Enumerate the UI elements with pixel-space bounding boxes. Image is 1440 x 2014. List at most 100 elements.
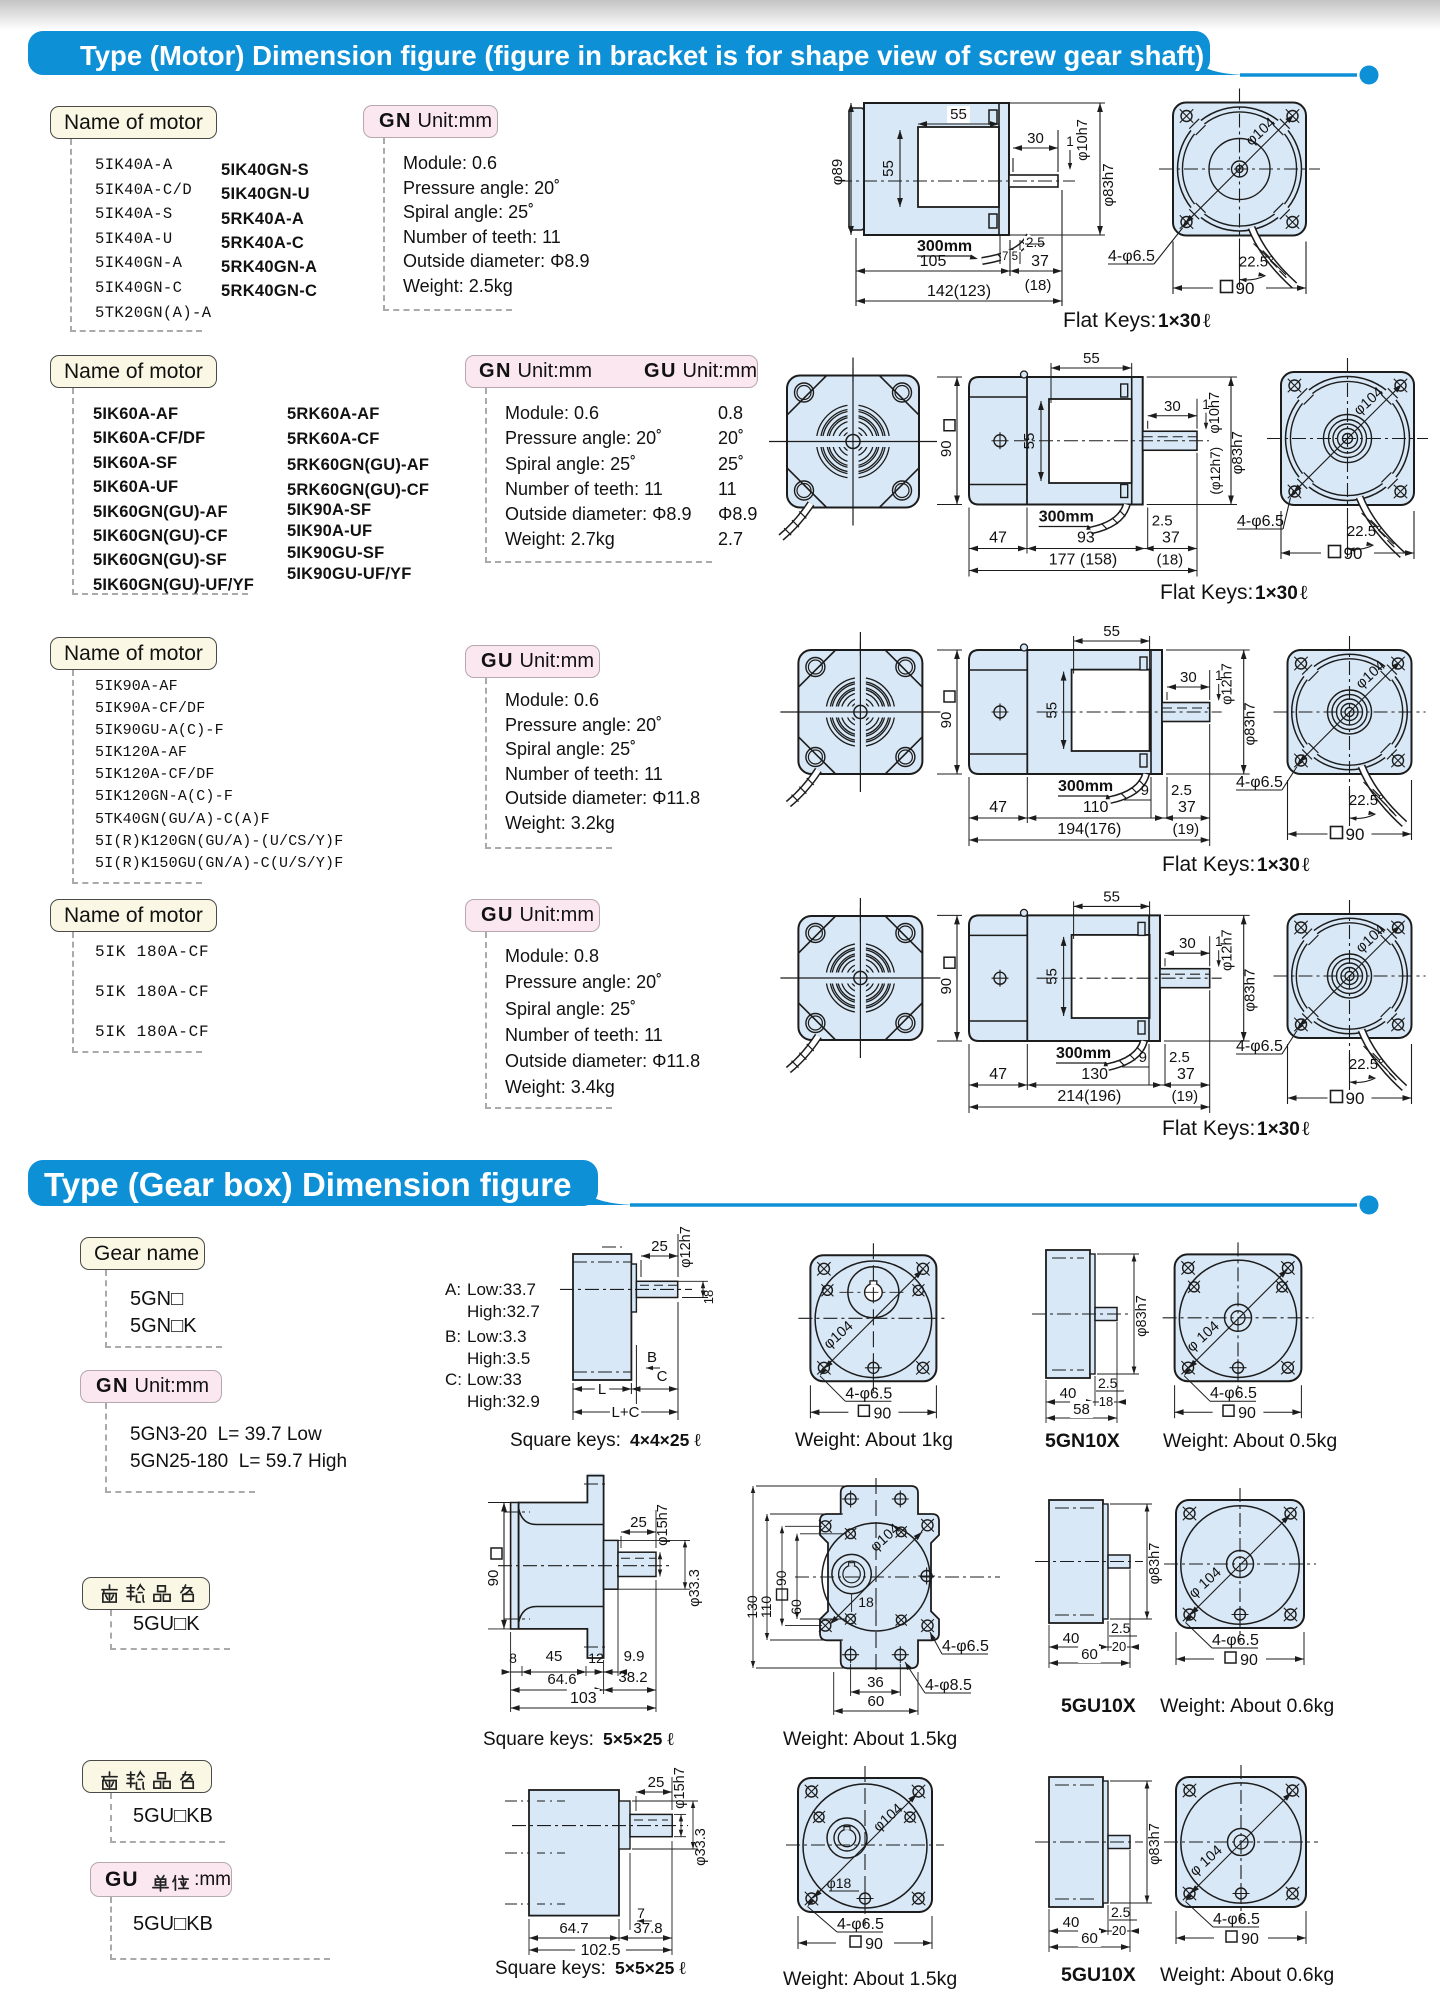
svg-text:High:32.7: High:32.7 (467, 1302, 540, 1321)
svg-text:Low:3.3: Low:3.3 (467, 1327, 527, 1346)
svg-text:2.5: 2.5 (1171, 782, 1192, 799)
svg-text:Weight: About 1.5kg: Weight: About 1.5kg (783, 1728, 957, 1750)
svg-text:φ10h7: φ10h7 (1207, 392, 1223, 434)
svg-text:C: C (657, 1368, 668, 1385)
svg-text:60: 60 (1081, 1646, 1098, 1663)
svg-text:φ89: φ89 (829, 159, 846, 185)
svg-text:194(176): 194(176) (1057, 821, 1121, 838)
svg-text:90: 90 (1236, 279, 1255, 298)
svg-text:2.5: 2.5 (1026, 235, 1045, 250)
svg-text:4-φ6.5: 4-φ6.5 (1236, 774, 1283, 791)
svg-text:1: 1 (1066, 134, 1074, 149)
svg-text:4-φ6.5: 4-φ6.5 (1236, 1038, 1283, 1055)
svg-text:φ83h7: φ83h7 (1229, 431, 1246, 474)
svg-text:4-φ6.5: 4-φ6.5 (837, 1916, 884, 1933)
svg-text:102.5: 102.5 (580, 1942, 620, 1959)
svg-text:90: 90 (938, 978, 955, 995)
svg-text:ℓ: ℓ (694, 1430, 701, 1450)
svg-text:90: 90 (1238, 1405, 1256, 1422)
svg-text:φ18: φ18 (827, 1875, 852, 1891)
svg-text:φ15h7: φ15h7 (655, 1504, 671, 1546)
svg-text:90: 90 (1241, 1931, 1259, 1948)
svg-text:90: 90 (865, 1936, 883, 1953)
svg-text:55: 55 (1044, 968, 1061, 985)
svg-text:5GU10X: 5GU10X (1061, 1695, 1136, 1717)
svg-text:4-φ6.5: 4-φ6.5 (1212, 1632, 1259, 1649)
svg-text:90: 90 (938, 712, 955, 729)
svg-text:B: B (647, 1349, 657, 1366)
svg-text:64.6: 64.6 (547, 1671, 576, 1688)
svg-text:103: 103 (570, 1690, 597, 1707)
svg-text:55: 55 (1103, 888, 1120, 905)
svg-text:φ10h7: φ10h7 (1075, 119, 1091, 161)
svg-text:22.5°: 22.5° (1239, 254, 1274, 271)
svg-text:(19): (19) (1172, 1088, 1199, 1105)
svg-text:55: 55 (1083, 350, 1100, 367)
svg-text:177 (158): 177 (158) (1049, 552, 1118, 569)
svg-text:φ83h7: φ83h7 (1134, 1295, 1150, 1337)
svg-text:4×4×25: 4×4×25 (630, 1430, 690, 1450)
svg-text:40: 40 (1063, 1630, 1080, 1647)
svg-text:φ33.3: φ33.3 (687, 1569, 703, 1607)
svg-text:25: 25 (648, 1774, 665, 1791)
svg-text:1: 1 (1215, 934, 1223, 949)
svg-text:60: 60 (788, 1599, 804, 1615)
svg-text:5GN10X: 5GN10X (1045, 1430, 1120, 1452)
svg-text:φ15h7: φ15h7 (672, 1767, 688, 1809)
svg-text:18: 18 (858, 1594, 874, 1610)
svg-text:110: 110 (758, 1596, 774, 1619)
svg-text:5×5×25: 5×5×25 (615, 1958, 675, 1978)
svg-text:30: 30 (1164, 398, 1181, 415)
svg-text:A:: A: (445, 1280, 461, 1299)
svg-text:90: 90 (773, 1570, 789, 1586)
svg-text:37: 37 (1031, 253, 1049, 270)
svg-text:Flat Keys:: Flat Keys: (1160, 581, 1253, 604)
svg-text:Square keys:: Square keys: (483, 1729, 594, 1750)
svg-text:130: 130 (1081, 1066, 1108, 1083)
svg-text:ℓ: ℓ (667, 1729, 674, 1749)
svg-text:90: 90 (1346, 1089, 1365, 1108)
svg-text:4-φ8.5: 4-φ8.5 (925, 1677, 972, 1694)
svg-text:25: 25 (630, 1514, 647, 1531)
svg-text:40: 40 (1063, 1914, 1080, 1931)
svg-text:φ83h7: φ83h7 (1147, 1823, 1163, 1865)
svg-text:(18): (18) (1157, 552, 1184, 569)
svg-text:ℓ: ℓ (1300, 582, 1308, 604)
svg-text:4-φ6.5: 4-φ6.5 (1108, 248, 1155, 265)
svg-text:110: 110 (1083, 799, 1109, 816)
svg-text:25: 25 (651, 1238, 668, 1255)
svg-text:Weight: About 0.6kg: Weight: About 0.6kg (1160, 1964, 1334, 1986)
svg-text:4-φ6.5: 4-φ6.5 (1210, 1385, 1257, 1402)
svg-text:1×30: 1×30 (1255, 583, 1298, 604)
svg-text:5GU10X: 5GU10X (1061, 1964, 1136, 1986)
svg-text:8: 8 (509, 1650, 517, 1666)
svg-text:L+C: L+C (612, 1404, 640, 1421)
svg-text:1×30: 1×30 (1257, 1119, 1300, 1140)
svg-text:20: 20 (1112, 1923, 1126, 1938)
svg-text:1: 1 (1215, 668, 1223, 683)
svg-text:C:: C: (445, 1370, 462, 1389)
svg-text:93: 93 (1077, 530, 1095, 547)
svg-text:4-φ6.5: 4-φ6.5 (1237, 513, 1284, 530)
svg-text:12: 12 (588, 1650, 604, 1666)
svg-text:Flat Keys:: Flat Keys: (1162, 1117, 1255, 1140)
svg-text:37: 37 (1177, 1066, 1195, 1083)
svg-text:2.5: 2.5 (1111, 1904, 1131, 1920)
svg-text:90: 90 (874, 1405, 892, 1422)
svg-text:9: 9 (1139, 1049, 1147, 1066)
svg-text:36: 36 (867, 1674, 884, 1691)
svg-text:60: 60 (868, 1693, 885, 1710)
svg-text:φ12h7: φ12h7 (1220, 663, 1236, 705)
svg-text:Weight: About 1.5kg: Weight: About 1.5kg (783, 1968, 957, 1990)
svg-text:ℓ: ℓ (1302, 854, 1310, 876)
svg-text:5×5×25: 5×5×25 (603, 1729, 663, 1749)
svg-text:(19): (19) (1173, 821, 1200, 838)
svg-text:φ83h7: φ83h7 (1242, 969, 1259, 1012)
svg-text:38.2: 38.2 (618, 1669, 647, 1686)
svg-text:Weight: About 0.5kg: Weight: About 0.5kg (1163, 1430, 1337, 1452)
svg-text:φ12h7: φ12h7 (678, 1226, 694, 1268)
svg-text:ℓ: ℓ (1302, 1118, 1310, 1140)
svg-text:300mm: 300mm (1058, 778, 1113, 795)
svg-text:High:3.5: High:3.5 (467, 1349, 530, 1368)
svg-text:30: 30 (1179, 935, 1196, 952)
